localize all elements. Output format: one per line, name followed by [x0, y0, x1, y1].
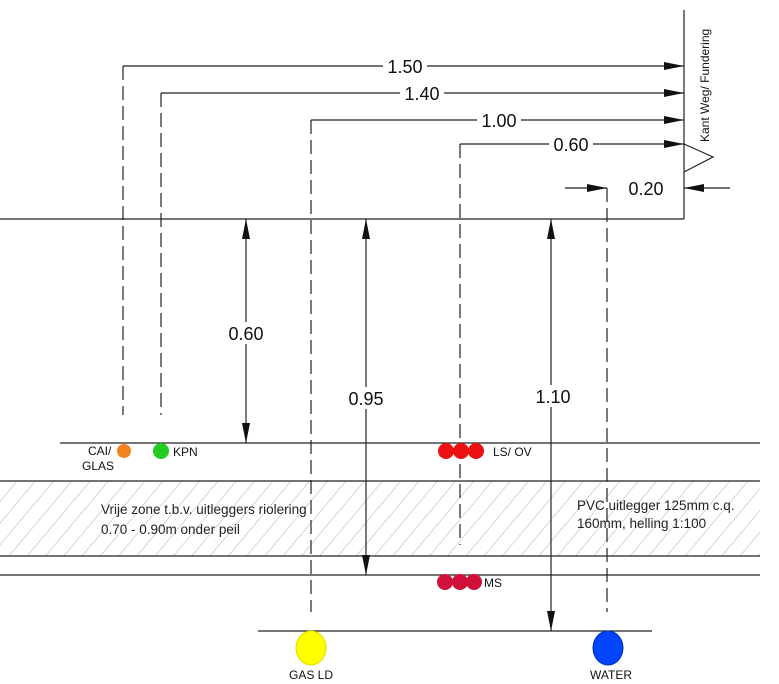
cai-glas-cable-icon	[117, 444, 131, 458]
dim-label-0-20: 0.20	[628, 179, 663, 199]
road-edge-label: Kant Weg/ Fundering	[698, 29, 712, 142]
ms-cable-icon	[466, 574, 482, 590]
dim-label-0-60-h: 0.60	[553, 135, 588, 155]
free-zone-label: Vrije zone t.b.v. uitleggers riolering	[101, 502, 307, 517]
water-pipe-icon	[592, 630, 624, 666]
glas-label: GLAS	[82, 459, 114, 473]
dim-label-1-40: 1.40	[404, 84, 439, 104]
dim-label-0-95: 0.95	[348, 389, 383, 409]
ls-ov-cable-icon	[438, 443, 454, 459]
ls-ov-cable-icon	[468, 443, 484, 459]
ls-ov-cable-icon	[453, 443, 469, 459]
free-zone-hatch	[0, 481, 760, 556]
dim-label-1-00: 1.00	[481, 111, 516, 131]
kpn-label: KPN	[173, 445, 198, 459]
dim-label-1-10: 1.10	[535, 387, 570, 407]
kpn-cable-icon	[153, 443, 169, 459]
gas-pipe-icon	[295, 630, 327, 666]
cai-label: CAI/	[88, 444, 112, 458]
dim-label-0-60-v: 0.60	[228, 324, 263, 344]
ls-ov-label: LS/ OV	[493, 445, 532, 459]
free-zone-depth-label: 0.70 - 0.90m onder peil	[101, 522, 240, 537]
gas-label: GAS LD	[289, 668, 333, 682]
water-label: WATER	[590, 668, 632, 682]
ms-cable-icon	[452, 574, 468, 590]
ms-label: MS	[484, 576, 502, 590]
dim-label-1-50: 1.50	[387, 57, 422, 77]
level-marker-icon	[683, 143, 715, 173]
pvc-label-line1: PVC uitlegger 125mm c.q.	[577, 498, 735, 513]
pvc-label-line2: 160mm, helling 1:100	[577, 516, 706, 531]
ms-cable-icon	[437, 574, 453, 590]
